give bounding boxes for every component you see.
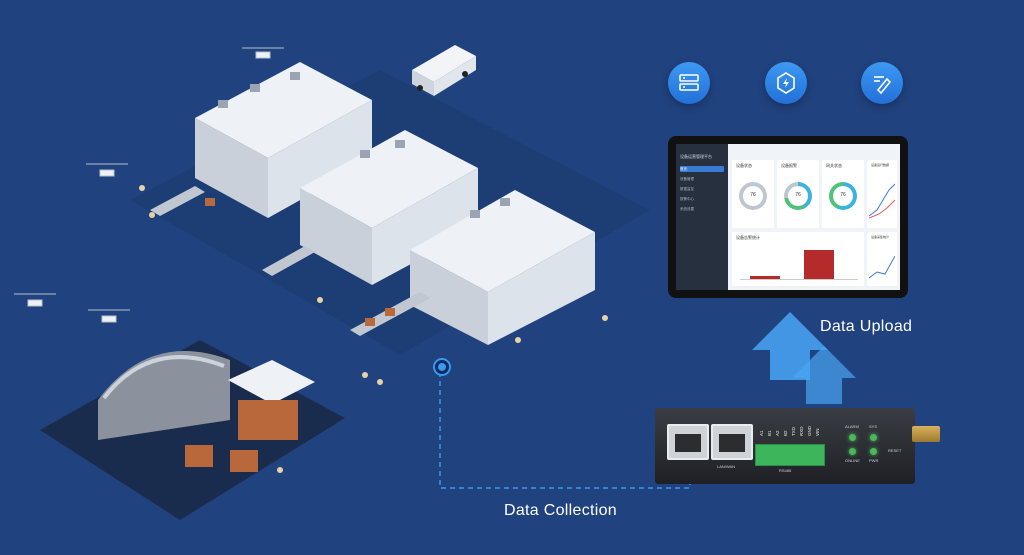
conveyor (150, 186, 205, 216)
alarm-card: 设备报警 76 (777, 160, 819, 228)
online-led (849, 448, 856, 455)
alarm-led (849, 434, 856, 441)
factory-module-3 (410, 190, 595, 345)
bar (804, 250, 834, 279)
data-link-line (439, 372, 691, 489)
collection-trend-card: 设备采集统计 (867, 232, 897, 286)
dashboard-menu-item[interactable]: 设备管理 (680, 177, 694, 181)
factory-module-1 (195, 62, 372, 218)
drone (14, 47, 284, 323)
trend-line (869, 183, 895, 219)
data-collection-label: Data Collection (504, 502, 617, 519)
led-label: PWR (869, 458, 879, 463)
iot-gateway-device: LAN/WAN A1 B1 A2 B2 TXD RXD GND VIN RS48… (655, 408, 915, 484)
gateway-icon (765, 62, 807, 104)
sys-led (870, 434, 877, 441)
ethernet-port (711, 424, 753, 460)
delivery-van (412, 45, 476, 96)
running-data-card: 设备运行数据 (867, 160, 897, 228)
dashboard-menu-item[interactable]: 数据监控 (680, 187, 694, 191)
dashboard-app-title: 设备运营管理平台 (680, 154, 712, 159)
led-label: SYS (869, 424, 878, 429)
gateway-status-card: 网关状态 76 (822, 160, 864, 228)
warehouse (98, 351, 315, 472)
edit-config-icon (861, 62, 903, 104)
cargo-box (365, 318, 375, 326)
sensor-connection-point (433, 358, 451, 376)
bar (750, 276, 780, 279)
laptop-monitor: 设备运营管理平台 首页 设备管理 数据监控 报警中心 系统设置 设备状态 76 … (668, 136, 908, 298)
port-label: LAN/WAN (717, 464, 736, 469)
terminal-block (755, 444, 825, 466)
dashboard-menu-item[interactable]: 系统设置 (680, 207, 694, 211)
dashboard-menu-item[interactable]: 报警中心 (680, 197, 694, 201)
cargo-box (385, 308, 395, 316)
led-label: ALARM (845, 424, 859, 429)
cargo-box (205, 198, 215, 206)
factory-module-2 (300, 130, 478, 285)
upload-arrow (792, 346, 856, 404)
conveyor (262, 246, 315, 276)
dashboard-menu-item[interactable]: 首页 (680, 166, 724, 172)
dashboard-screen: 设备运营管理平台 首页 设备管理 数据监控 报警中心 系统设置 设备状态 76 … (676, 144, 900, 290)
alarm-bar-chart: 设备告警统计 (732, 232, 864, 286)
workers (139, 185, 608, 473)
reset-label: RESET (888, 448, 902, 453)
pwr-led (870, 448, 877, 455)
terminal-caption: RS485 (779, 468, 792, 473)
dashboard-sidebar: 设备运营管理平台 首页 设备管理 数据监控 报警中心 系统设置 (676, 144, 728, 290)
ethernet-port (667, 424, 709, 460)
server-icon (668, 62, 710, 104)
status-card: 设备状态 76 (732, 160, 774, 228)
antenna-connector (912, 426, 940, 442)
led-label: ONLINE (845, 458, 860, 463)
data-upload-label: Data Upload (820, 318, 913, 335)
